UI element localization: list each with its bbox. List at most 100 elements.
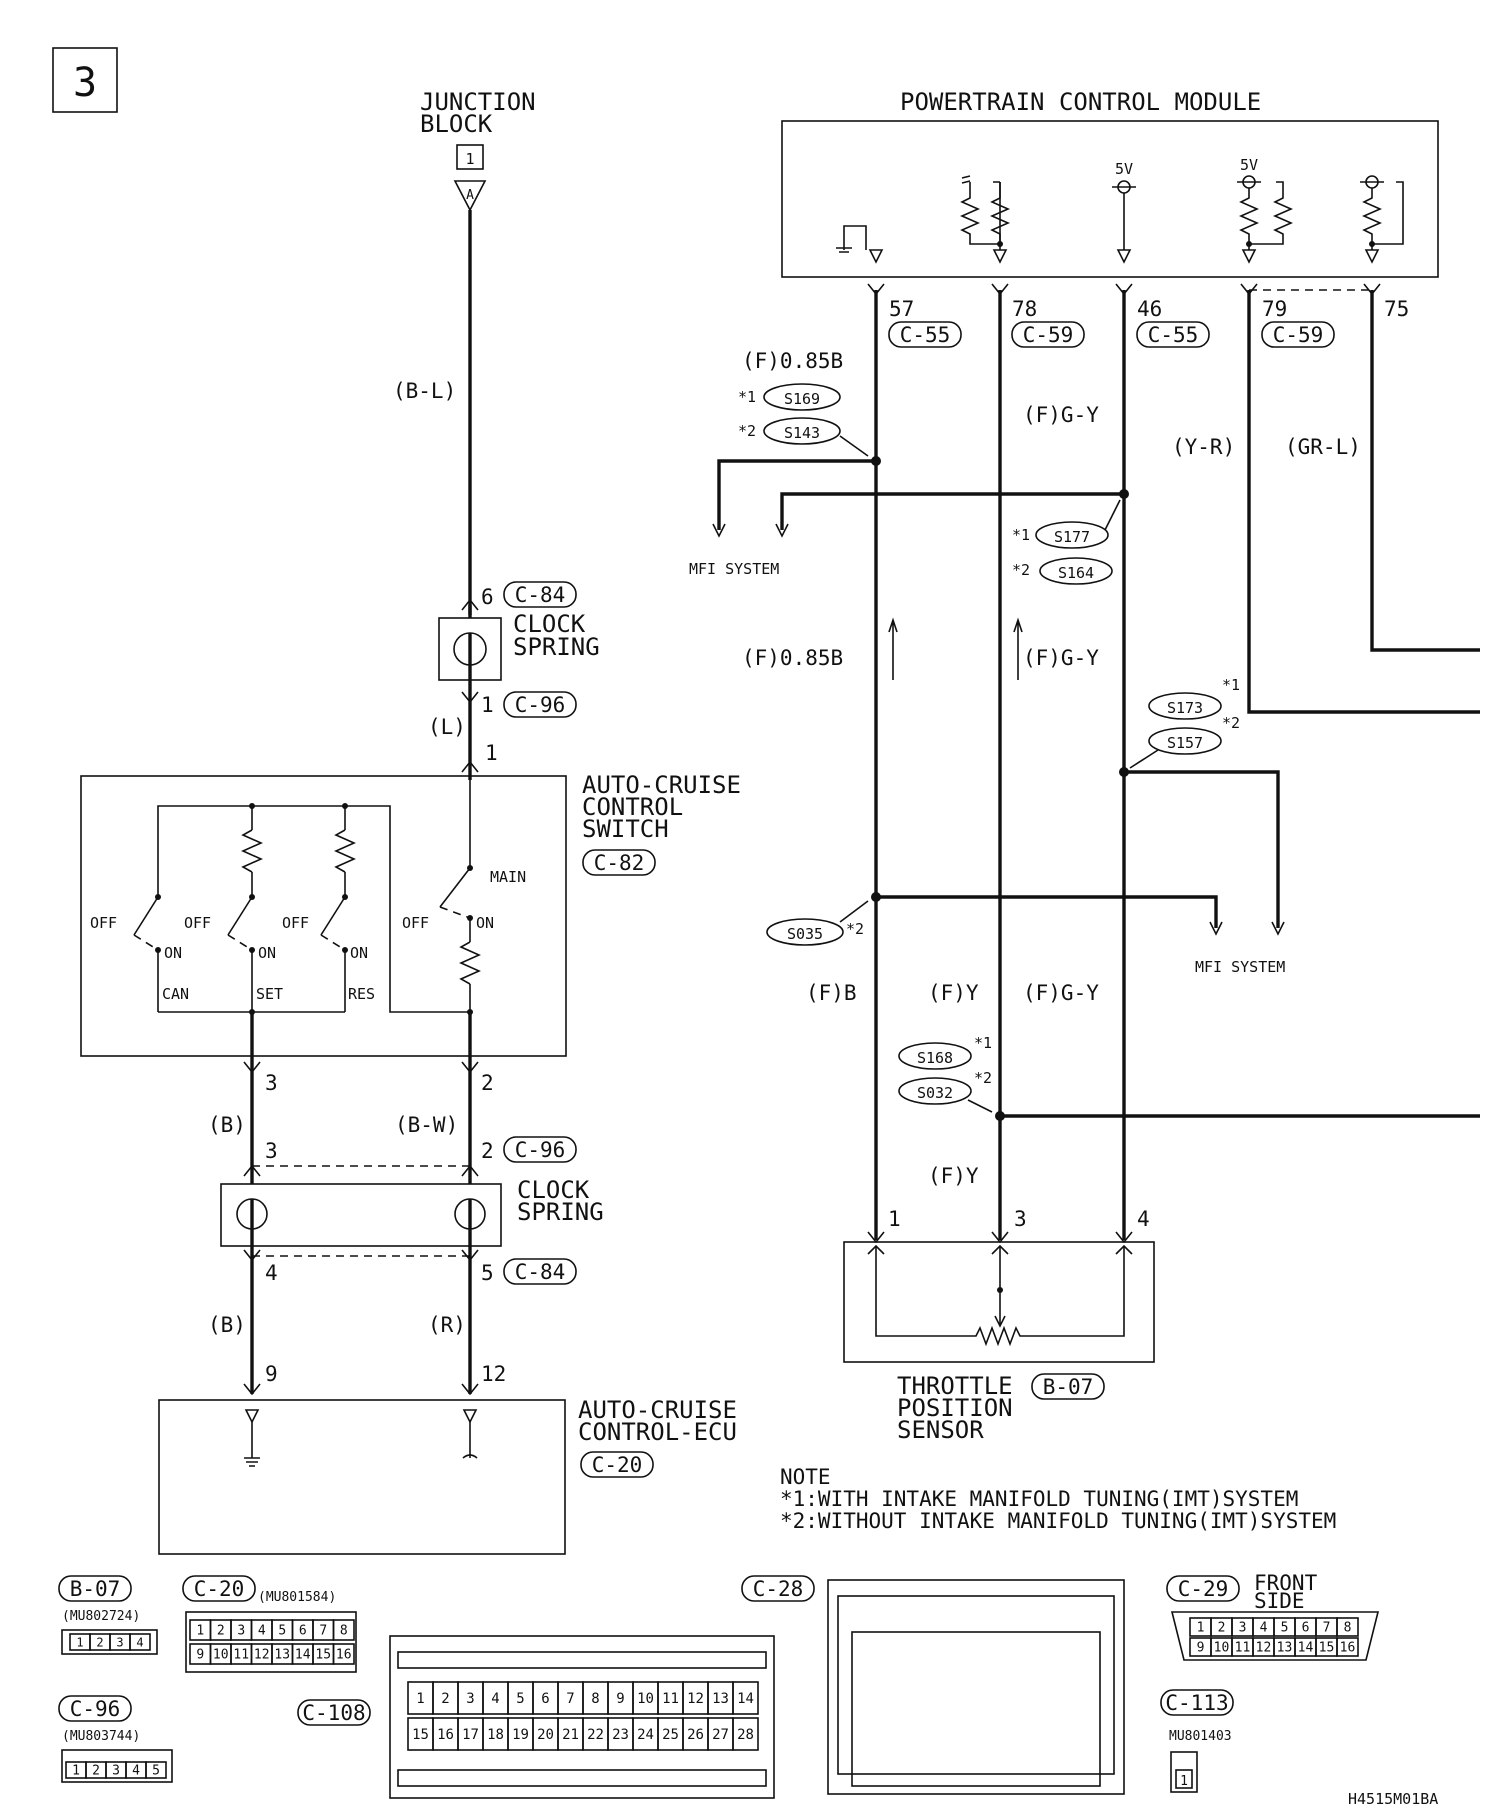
connector-c113: C-113 MU801403 1 [1160,1689,1234,1793]
acc-switch-pin-top: 1 [485,741,498,765]
splice-mark-2b: *2 [1012,561,1030,579]
pcm-pin-79-connector: C-59 [1273,323,1324,347]
ecu-title-2: CONTROL-ECU [578,1418,737,1446]
splice-mark-2e: *2 [974,1069,992,1087]
junction-block-title-1: JUNCTION [420,88,536,116]
pcm-pin-46: 46 [1137,297,1162,321]
connector-pin-label: 21 [562,1727,579,1743]
wire-label-y-r: (Y-R) [1172,435,1235,459]
connector-pin-label: 4 [258,1624,266,1639]
connector-pin-label: 22 [587,1727,604,1743]
clock-spring-lower-pin-l-bot: 4 [265,1261,278,1285]
connector-pin-label: 15 [412,1727,429,1743]
connector-pin-label: 14 [295,1648,311,1663]
pcm-pin-57-connector: C-55 [900,323,951,347]
switch-res: OFF ON RES [282,894,375,1012]
mfi-label-2: MFI SYSTEM [1195,958,1285,976]
wire-label-fgy-low: (F)G-Y [1023,981,1099,1005]
splice-s177: S177 [1054,528,1090,546]
tps-pin-1: 1 [888,1207,901,1231]
connector-c108-id: C-108 [302,1701,365,1725]
page-number-box: 3 [52,47,118,113]
tps-title-3: SENSOR [897,1416,984,1444]
wire-label-gr-l: (GR-L) [1285,435,1361,459]
connector-pin-label: 8 [1344,1621,1352,1636]
acc-switch-title-1: AUTO-CRUISE [582,771,741,799]
connector-pin-label: 10 [1214,1641,1230,1656]
connector-pin-label: 16 [1340,1641,1356,1656]
splice-s143: S143 [784,424,820,442]
page-number: 3 [73,60,97,106]
pcm-pin-75: 75 [1384,297,1409,321]
clock-spring-upper-pin-bottom: 1 [481,693,494,717]
splice-s169-s143: *1 S169 *2 S143 [712,383,881,538]
wire-label-fy-low: (F)Y [928,1164,979,1188]
pcm-pin-labels: 57 78 46 79 75 C-55 C-59 C-55 C-59 [867,283,1409,348]
wire-label-b-left: (B) [208,1113,246,1137]
wire-clock-spring-to-ecu: (B) (R) 9 12 [208,1260,506,1396]
wire-label-b-bottom: (B) [208,1313,246,1337]
note-line-1: *1:WITH INTAKE MANIFOLD TUNING(IMT)SYSTE… [780,1487,1298,1511]
clock-spring-lower-pin-l-top: 3 [265,1139,278,1163]
connector-pin-label: 11 [1235,1641,1251,1656]
powertrain-control-module: POWERTRAIN CONTROL MODULE 5V 5V [781,88,1439,278]
connector-pin-label: 3 [466,1691,474,1707]
splice-s173-s157: S173 *1 S157 *2 [1119,676,1285,936]
switch-can-on: ON [164,944,182,962]
connector-pin-label: 3 [237,1624,245,1639]
acc-switch-connector: C-82 [594,851,645,875]
connector-pin-label: 1 [72,1764,80,1779]
connector-pin-label: 13 [712,1691,729,1707]
tps-connector: B-07 [1043,1375,1094,1399]
connector-pin-cell [732,1681,759,1715]
wire-label-fy: (F)Y [928,981,979,1005]
switch-can-label: CAN [162,985,189,1003]
wire-label-f085b-mid: (F)0.85B [742,646,843,670]
mfi-label-1: MFI SYSTEM [689,560,779,578]
connector-pin-label: 7 [566,1691,574,1707]
clock-spring-lower: 3 2 C-96 CLOCK SPRING 4 5 C-84 [220,1136,604,1285]
note-line-2: *2:WITHOUT INTAKE MANIFOLD TUNING(IMT)SY… [780,1509,1336,1533]
ecu-pin-r: 12 [481,1362,506,1386]
wire-label-l: (L) [428,715,466,739]
clock-spring-upper-conn-top: C-84 [515,583,566,607]
switch-set-off: OFF [184,914,211,932]
connector-pin-label: 3 [112,1764,120,1779]
clock-spring-upper-label-2: SPRING [513,633,600,661]
pcm-pin-78: 78 [1012,297,1037,321]
connector-pin-label: 26 [687,1727,704,1743]
splice-mark-1e: *1 [974,1034,992,1052]
connector-c20-part: (MU801584) [258,1590,336,1605]
splice-s164: S164 [1058,564,1094,582]
wire-label-fgy-top: (F)G-Y [1023,403,1099,427]
switch-main: MAIN OFF ON [402,780,526,1015]
switch-main-label: MAIN [490,868,526,886]
acc-switch-title-2: CONTROL [582,793,683,821]
note: NOTE *1:WITH INTAKE MANIFOLD TUNING(IMT)… [780,1465,1336,1533]
connector-pin-label: 3 [116,1635,123,1649]
junction-block: JUNCTION BLOCK 1 A [420,88,536,212]
clock-spring-lower-conn-bot: C-84 [515,1260,566,1284]
splice-s173: S173 [1167,699,1203,717]
connector-pin-label: 6 [541,1691,549,1707]
connector-pin-label: 7 [319,1624,327,1639]
tps-pin-3: 3 [1014,1207,1027,1231]
connector-pin-cell [332,1619,355,1641]
connector-pin-label: 12 [254,1648,270,1663]
connector-b07-id: B-07 [70,1577,121,1601]
wire-label-b-l: (B-L) [393,379,456,403]
switch-res-on: ON [350,944,368,962]
auto-cruise-control-ecu: AUTO-CRUISE CONTROL-ECU C-20 [158,1396,737,1555]
connector-c96-part: (MU803744) [62,1729,140,1744]
pcm-wires: (Y-R) (GR-L) (F)0.85B (F)G-Y (F)0.85B (F… [742,290,1480,1240]
splice-mark-1a: *1 [738,388,756,406]
connector-c29-id: C-29 [1178,1577,1229,1601]
connector-pin-cell [1336,1637,1359,1657]
tps-title-2: POSITION [897,1394,1013,1422]
splice-s032: S032 [917,1084,953,1102]
connector-c96-id: C-96 [70,1697,121,1721]
diagram-code: H4515M01BA [1348,1790,1438,1808]
connector-c29-side-2: SIDE [1254,1589,1305,1613]
